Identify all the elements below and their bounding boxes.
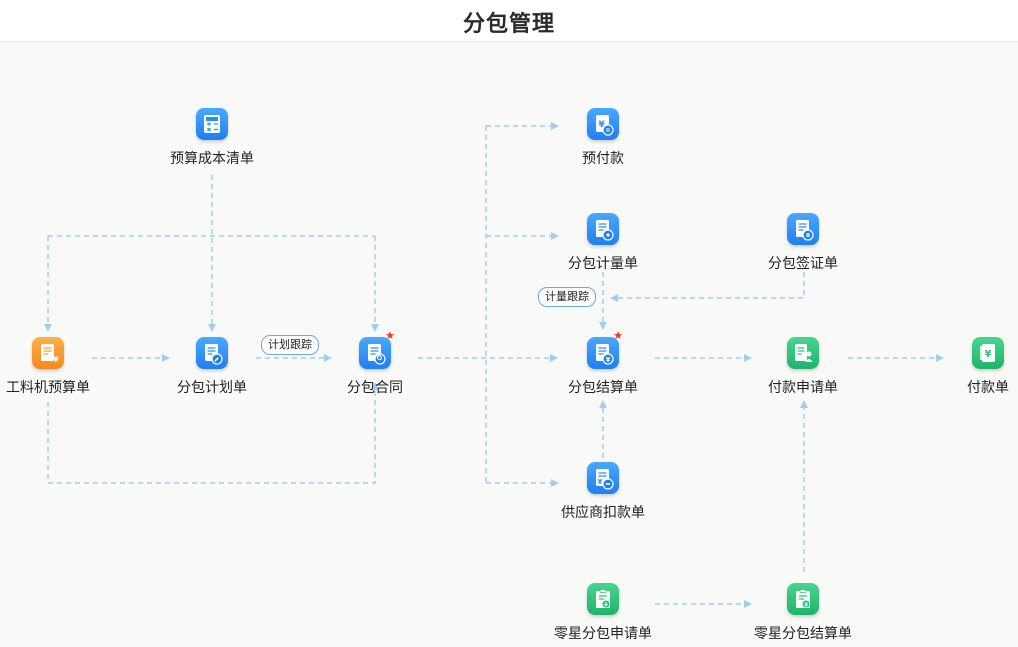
svg-text:¥: ¥ [53, 355, 59, 364]
node-label: 工料机预算单 [6, 380, 90, 396]
node-budget-cost-list[interactable]: 预算成本清单 [147, 108, 277, 168]
node-payment-request[interactable]: 付款申请单 [738, 337, 868, 397]
svg-text:¥: ¥ [985, 349, 992, 360]
settlement-icon: ¥ ★ [587, 330, 623, 369]
node-subcontract-plan[interactable]: 分包计划单 [147, 337, 277, 397]
node-label: 零星分包结算单 [754, 626, 852, 642]
svg-text:¥: ¥ [599, 120, 606, 130]
header-bar: 分包管理 [0, 0, 1018, 42]
node-label: 预付款 [582, 151, 624, 167]
plan-tracking-badge[interactable]: 计划跟踪 [261, 335, 319, 355]
node-label: 分包合同 [347, 380, 403, 396]
payment-request-icon [787, 337, 819, 369]
svg-text:¥: ¥ [804, 602, 808, 608]
connector-labor-to-contract-bottom [47, 382, 379, 484]
node-payment[interactable]: ¥ 付款单 [923, 337, 1018, 397]
node-label: 供应商扣款单 [561, 505, 645, 521]
connector-visa-to-settlement [610, 272, 805, 302]
node-sporadic-request[interactable]: 零星分包申请单 [538, 583, 668, 643]
svg-text:¥: ¥ [606, 356, 611, 364]
document-edit-icon [196, 337, 228, 369]
node-label: 付款申请单 [768, 380, 838, 396]
node-supplier-deduction[interactable]: ¥ 供应商扣款单 [538, 462, 668, 522]
node-label: 零星分包申请单 [554, 626, 652, 642]
measure-icon [587, 213, 619, 245]
node-labor-material-budget[interactable]: ¥ 工料机预算单 [0, 337, 113, 397]
node-advance-payment[interactable]: ¥ 预付款 [538, 108, 668, 168]
node-subcontract-visa[interactable]: 分包签证单 [738, 213, 868, 273]
node-label: 分包计量单 [568, 256, 638, 272]
node-subcontract-measure[interactable]: 分包计量单 [538, 213, 668, 273]
document-yen-icon: ¥ [32, 337, 64, 369]
calculator-icon [196, 108, 228, 140]
star-icon: ★ [613, 329, 623, 342]
node-label: 分包结算单 [568, 380, 638, 396]
contract-icon: ★ [359, 330, 395, 369]
payment-icon: ¥ [972, 337, 1004, 369]
visa-icon [787, 213, 819, 245]
node-label: 付款单 [967, 380, 1009, 396]
star-icon: ★ [385, 329, 395, 342]
deduction-icon: ¥ [587, 462, 619, 494]
node-subcontract-settlement[interactable]: ¥ ★ 分包结算单 [538, 330, 668, 397]
node-label: 分包计划单 [177, 380, 247, 396]
clipboard-download-icon [587, 583, 619, 615]
node-label: 分包签证单 [768, 256, 838, 272]
node-sporadic-settlement[interactable]: ¥ 零星分包结算单 [738, 583, 868, 643]
advance-payment-icon: ¥ [587, 108, 619, 140]
page-title: 分包管理 [462, 12, 555, 37]
svg-text:¥: ¥ [598, 478, 603, 486]
clipboard-yen-icon: ¥ [787, 583, 819, 615]
node-label: 预算成本清单 [170, 151, 254, 167]
measure-tracking-badge[interactable]: 计量跟踪 [538, 287, 596, 307]
node-subcontract-contract[interactable]: ★ 分包合同 [310, 330, 440, 397]
